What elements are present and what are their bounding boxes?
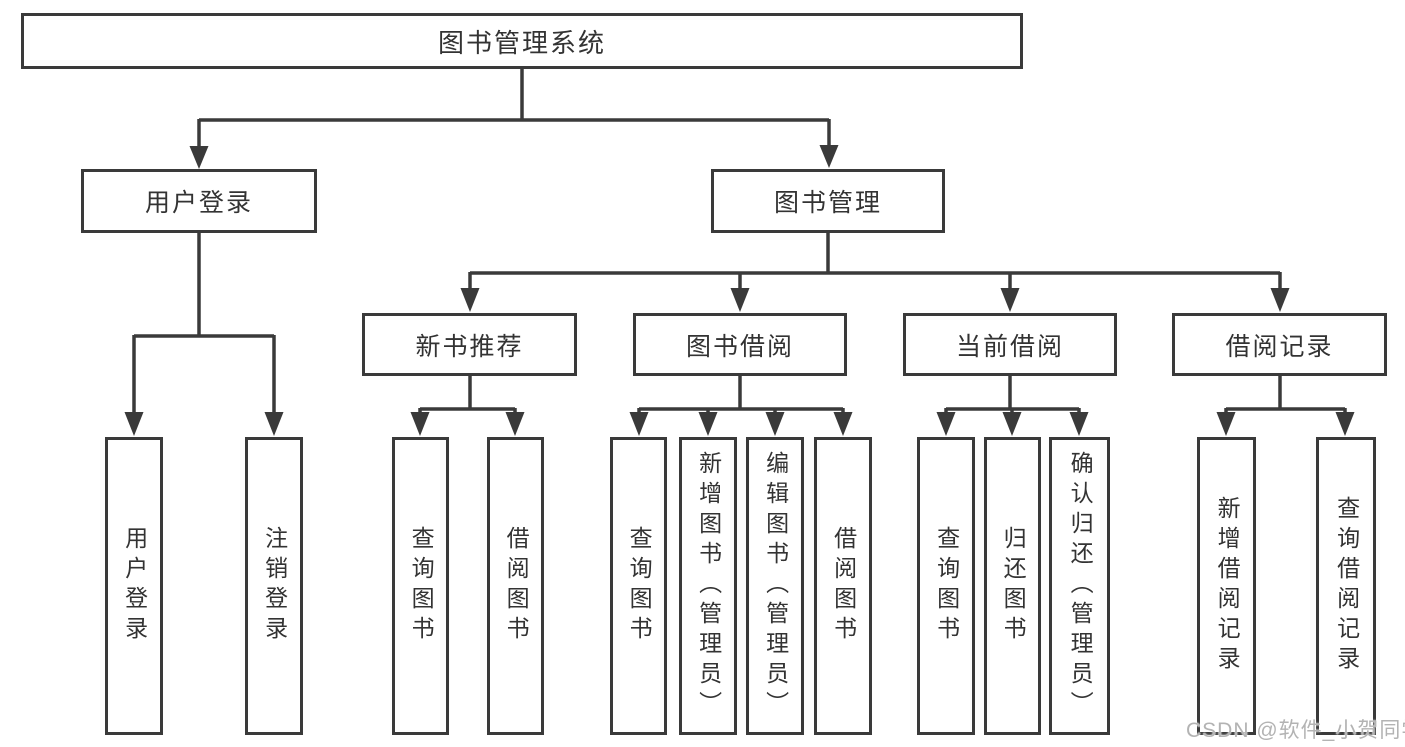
leaf-br-query-record: 查询借阅记录: [1316, 437, 1376, 735]
leaf-cb-query-book: 查询图书: [917, 437, 975, 735]
leaf-bb-add-book-admin: 新增图书（管理员）: [679, 437, 737, 735]
leaf-cb-confirm-return-admin-label: 确认归还（管理员）: [1067, 451, 1094, 721]
leaf-nbr-borrow-book-label: 借阅图书: [503, 526, 530, 646]
connectors-book-management: [460, 233, 1290, 312]
leaf-logout: 注销登录: [245, 437, 303, 735]
node-user-login: 用户登录: [81, 169, 317, 233]
leaf-logout-label: 注销登录: [261, 526, 288, 646]
leaf-nbr-borrow-book: 借阅图书: [487, 437, 544, 735]
leaf-bb-query-book-label: 查询图书: [626, 526, 653, 646]
leaf-br-add-record-label: 新增借阅记录: [1214, 496, 1241, 676]
leaf-user-login: 用户登录: [105, 437, 163, 735]
leaf-cb-confirm-return-admin: 确认归还（管理员）: [1049, 437, 1110, 735]
connectors-current-borrow: [936, 376, 1089, 436]
leaf-bb-borrow-book-label: 借阅图书: [830, 526, 857, 646]
node-user-login-label: 用户登录: [144, 189, 253, 217]
leaf-nbr-query-book-label: 查询图书: [408, 526, 435, 646]
node-borrow-record-label: 借阅记录: [1225, 332, 1334, 361]
leaf-bb-edit-book-admin-label: 编辑图书（管理员）: [762, 451, 789, 721]
node-book-management-label: 图书管理: [773, 189, 882, 217]
node-new-book-recommend: 新书推荐: [362, 313, 577, 376]
leaf-bb-edit-book-admin: 编辑图书（管理员）: [746, 437, 804, 735]
node-root-label: 图书管理系统: [437, 27, 606, 58]
node-book-management: 图书管理: [711, 169, 945, 233]
leaf-nbr-query-book: 查询图书: [392, 437, 449, 735]
leaf-cb-return-book: 归还图书: [984, 437, 1041, 735]
connectors-new-book-recommend: [410, 376, 525, 436]
node-current-borrow: 当前借阅: [903, 313, 1117, 376]
leaf-br-query-record-label: 查询借阅记录: [1333, 496, 1360, 676]
leaf-bb-borrow-book: 借阅图书: [814, 437, 872, 735]
node-borrow-record: 借阅记录: [1172, 313, 1387, 376]
node-root: 图书管理系统: [21, 13, 1023, 69]
node-current-borrow-label: 当前借阅: [955, 332, 1064, 361]
node-new-book-recommend-label: 新书推荐: [415, 332, 524, 361]
leaf-cb-query-book-label: 查询图书: [933, 526, 960, 646]
csdn-watermark: CSDN @软件_小贺同学: [1186, 719, 1405, 742]
leaf-bb-add-book-admin-label: 新增图书（管理员）: [695, 451, 722, 721]
connectors-borrow-record: [1216, 376, 1355, 436]
leaf-br-add-record: 新增借阅记录: [1197, 437, 1256, 735]
connectors-book-borrow: [629, 376, 853, 436]
node-book-borrow-label: 图书借阅: [685, 332, 794, 361]
node-book-borrow: 图书借阅: [633, 313, 847, 376]
connectors-user-login: [124, 232, 284, 436]
leaf-user-login-label: 用户登录: [121, 526, 148, 646]
leaf-bb-query-book: 查询图书: [610, 437, 667, 735]
connectors-root: [189, 69, 839, 169]
leaf-cb-return-book-label: 归还图书: [1000, 526, 1027, 646]
